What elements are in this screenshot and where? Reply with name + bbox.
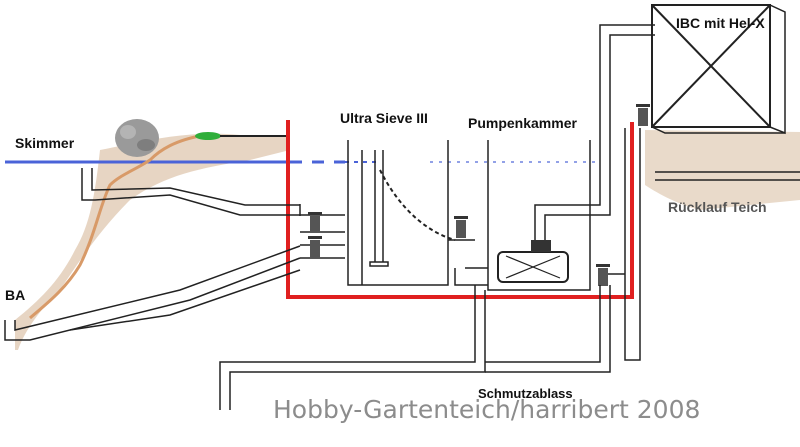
- soil-right: [645, 130, 800, 210]
- valve-icon: [596, 264, 625, 286]
- label-ba: BA: [5, 287, 25, 303]
- ibc-container: [651, 4, 786, 135]
- label-skimmer: Skimmer: [15, 135, 75, 151]
- riser-pipe: [534, 24, 655, 240]
- pump-icon: [497, 240, 569, 283]
- plant-icon: [195, 132, 221, 140]
- valve-icon: [636, 104, 650, 126]
- pond-liner: [29, 133, 206, 320]
- label-pumpenkammer: Pumpenkammer: [468, 115, 577, 131]
- bottom-drain-pipe: [4, 245, 301, 341]
- label-ruecklauf: Rücklauf Teich: [668, 199, 767, 215]
- pond-wall: [286, 120, 634, 299]
- skimmer-pipe: [81, 168, 301, 216]
- watermark-text: Hobby-Gartenteich/harribert 2008: [273, 395, 700, 424]
- stone-icon: [115, 119, 159, 157]
- label-ibc: IBC mit Hel-X: [676, 15, 765, 31]
- inlet-pipes: [300, 214, 345, 259]
- valve-icon: [448, 216, 475, 241]
- label-schmutzablass: Schmutzablass: [478, 386, 573, 401]
- label-ultra-sieve: Ultra Sieve III: [340, 110, 428, 126]
- return-pipe: [624, 128, 800, 361]
- valve-icon: [308, 212, 322, 258]
- drain-pipe: [219, 285, 611, 410]
- ultra-sieve-chamber: [347, 140, 456, 286]
- soil-left: [15, 133, 290, 350]
